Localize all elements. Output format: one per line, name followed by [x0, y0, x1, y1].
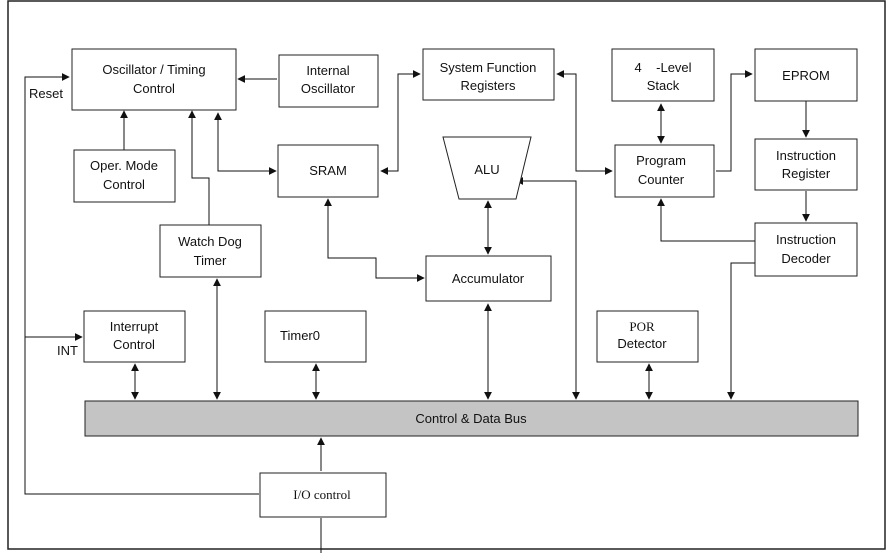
oscillator-block: Oscillator / Timing Control	[71, 48, 237, 111]
sram-label: SRAM	[309, 163, 347, 178]
timer0-label: Timer0	[280, 328, 320, 343]
timer0-block: Timer0	[264, 310, 367, 363]
watchdog-label-1: Watch Dog	[178, 234, 242, 249]
system-function-registers-block: System Function Registers	[422, 48, 555, 101]
alu-block: ALU	[442, 136, 532, 200]
pc-label-1: Program	[636, 153, 686, 168]
io-control-block: I/O control	[259, 472, 387, 518]
interrupt-label-2: Control	[113, 337, 155, 352]
interrupt-label-1: Interrupt	[110, 319, 159, 334]
oper-mode-control-block: Oper. Mode Control	[73, 149, 176, 203]
bus-label: Control & Data Bus	[415, 411, 527, 426]
wire-sysregs-pc	[556, 70, 613, 175]
ir-label-2: Register	[782, 166, 831, 181]
connections	[24, 70, 810, 553]
accumulator-block: Accumulator	[425, 255, 552, 302]
program-counter-block: Program Counter	[614, 144, 715, 198]
internal-osc-label-2: Oscillator	[301, 81, 356, 96]
wire-decoder-pc	[657, 198, 755, 242]
sys-regs-label-2: Registers	[461, 78, 516, 93]
stack-label-1: 4 -Level	[634, 60, 691, 75]
wire-watchdog-to-osc	[188, 110, 210, 225]
oper-mode-label-1: Oper. Mode	[90, 158, 158, 173]
oper-mode-label-2: Control	[103, 177, 145, 192]
sys-regs-label-1: System Function	[440, 60, 537, 75]
stack-block: 4 -Level Stack	[611, 48, 715, 102]
decoder-label-2: Decoder	[781, 251, 831, 266]
reset-pin-label: Reset	[29, 86, 63, 101]
eprom-block: EPROM	[754, 48, 858, 102]
pc-label-2: Counter	[638, 172, 685, 187]
por-label-2: Detector	[617, 336, 667, 351]
io-control-label: I/O control	[293, 487, 351, 502]
internal-oscillator-block: Internal Oscillator	[278, 54, 379, 108]
oscillator-label-2: Control	[133, 81, 175, 96]
wire-pc-eprom	[716, 70, 753, 172]
wire-decoder-bus	[727, 262, 755, 400]
instruction-decoder-block: Instruction Decoder	[754, 222, 858, 277]
int-pin-label: INT	[57, 343, 78, 358]
ir-label-1: Instruction	[776, 148, 836, 163]
oscillator-label-1: Oscillator / Timing	[102, 62, 205, 77]
control-data-bus: Control & Data Bus	[84, 400, 859, 437]
internal-osc-label-1: Internal	[306, 63, 349, 78]
wire-sram-acc	[324, 198, 425, 282]
sram-block: SRAM	[277, 144, 379, 198]
stack-label-2: Stack	[647, 78, 680, 93]
instruction-register-block: Instruction Register	[754, 138, 858, 191]
wire-alu-bus	[515, 177, 580, 400]
por-label-1: POR	[629, 319, 655, 334]
decoder-label-1: Instruction	[776, 232, 836, 247]
outer-frame	[7, 0, 886, 550]
interrupt-control-block: Interrupt Control	[83, 310, 186, 363]
accumulator-label: Accumulator	[452, 271, 525, 286]
watchdog-label-2: Timer	[194, 253, 227, 268]
wire-osc-sram	[214, 112, 277, 175]
wire-sram-sysregs	[380, 70, 421, 175]
por-detector-block: POR Detector	[596, 310, 699, 363]
alu-label: ALU	[474, 162, 499, 177]
watch-dog-timer-block: Watch Dog Timer	[159, 224, 262, 278]
wire-io-reset	[24, 73, 259, 495]
eprom-label: EPROM	[782, 68, 830, 83]
